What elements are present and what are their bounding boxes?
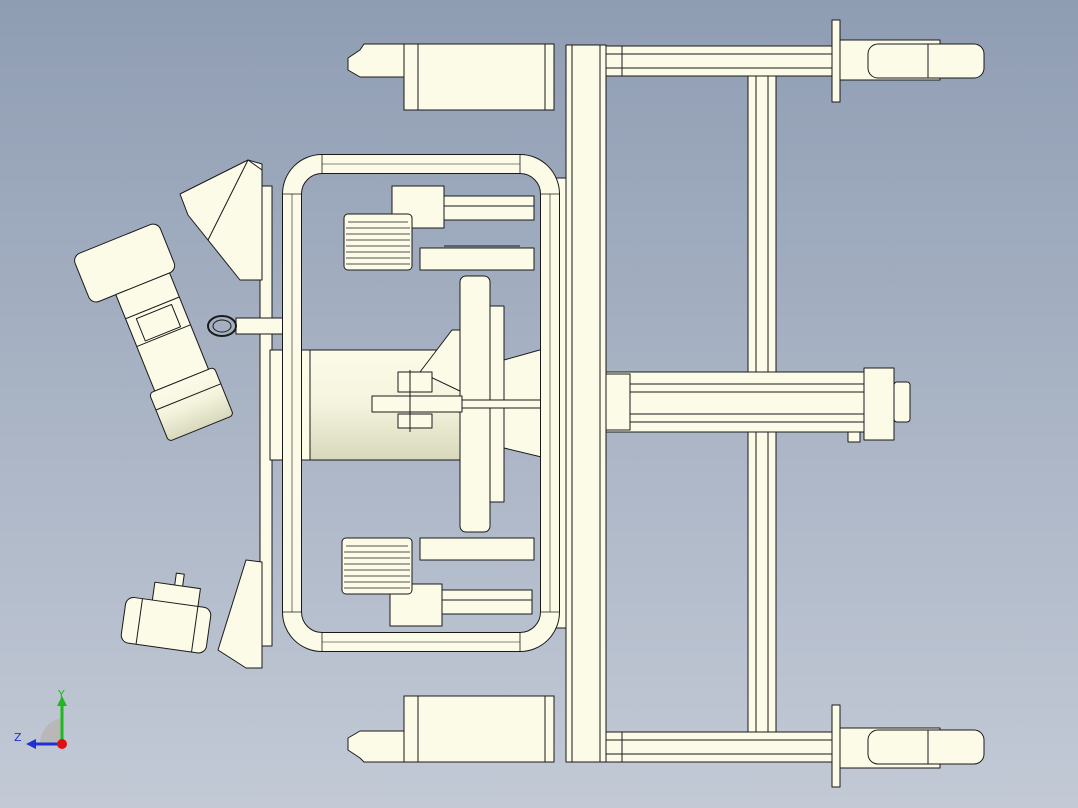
upper-gear-motor[interactable]: [72, 222, 235, 449]
left-bracket-plate[interactable]: [179, 159, 273, 669]
triad-origin: [57, 739, 67, 749]
triad-z-label: Z: [14, 731, 22, 744]
triad-y-arrow: [57, 696, 67, 706]
main-vertical-frame[interactable]: [553, 44, 607, 763]
lower-jaw-assembly[interactable]: [341, 537, 535, 627]
upper-jaw-assembly[interactable]: [343, 185, 535, 271]
lifting-hook[interactable]: [207, 315, 289, 337]
coordinate-triad: [26, 696, 67, 749]
top-cylinder-assembly[interactable]: [347, 19, 985, 111]
triad-z-arrow: [26, 739, 36, 749]
lower-gear-motor[interactable]: [120, 567, 216, 654]
drum-clamp[interactable]: [371, 370, 555, 432]
triad-y-label: Y: [58, 688, 65, 701]
bottom-cylinder-assembly[interactable]: [347, 695, 985, 788]
central-horizontal-cylinder[interactable]: [605, 367, 911, 443]
roll-cage[interactable]: [282, 154, 560, 652]
triad-arc: [39, 718, 62, 744]
